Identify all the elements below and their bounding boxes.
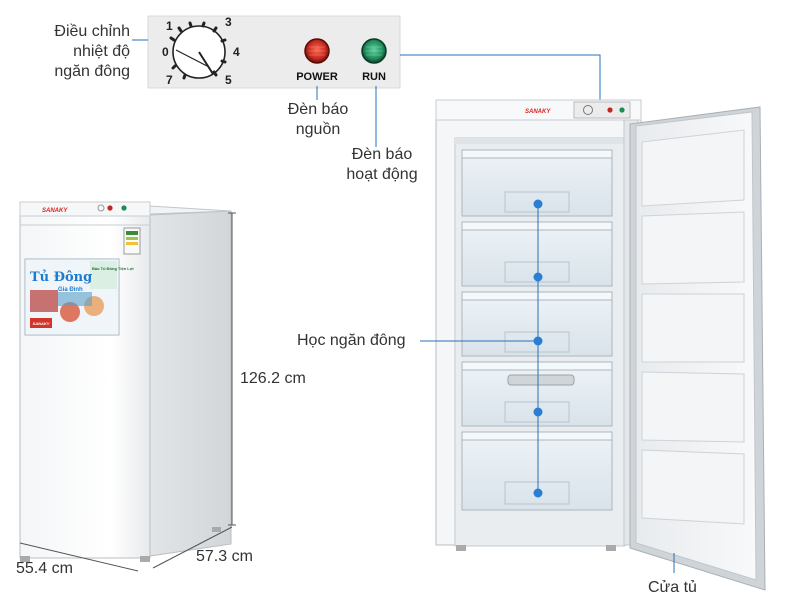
freezer-door (629, 106, 766, 591)
run-lamp-texture (365, 46, 383, 56)
drawer-3 (461, 291, 613, 357)
power-lamp-texture (308, 46, 326, 56)
dial-number-0: 0 (162, 45, 169, 59)
power-label: POWER (296, 71, 338, 83)
sticker-brand: SANAKY (33, 321, 50, 326)
run-label: RUN (362, 71, 386, 83)
run-callout-label: Đèn báo hoạt động (332, 145, 432, 185)
drawer-callout-label: Học ngăn đông (297, 332, 406, 349)
panel-callout-lines (132, 39, 601, 147)
dimension-lines (19, 212, 236, 572)
drawer-dot-1 (533, 199, 543, 209)
freezer-closed: SANAKY SANAKY Tủ Đông Gia Đình Bảo Tủ Đô… (19, 201, 232, 562)
thermostat-dial (169, 21, 227, 80)
width-dimension: 55.4 cm (16, 560, 73, 577)
drawer-5 (461, 431, 613, 511)
drawer-dot-3 (533, 336, 543, 346)
open-freezer-logo: SANAKY (525, 109, 551, 115)
dial-number-1: 1 (166, 19, 173, 33)
closed-freezer-logo: SANAKY (42, 208, 68, 214)
depth-dimension: 57.3 cm (196, 548, 253, 565)
dial-number-3: 3 (225, 15, 232, 29)
dial-label-line3: ngăn đông (54, 63, 130, 80)
drawer-dot-4 (533, 407, 543, 417)
sticker-title: Tủ Đông (30, 269, 92, 285)
dial-number-4: 4 (233, 45, 240, 59)
promo-sticker: SANAKY Tủ Đông Gia Đình Bảo Tủ Đông Tiện… (24, 258, 134, 336)
drawer-4 (461, 361, 613, 427)
door-callout-label: Cửa tủ (648, 579, 697, 596)
sticker-subtitle: Gia Đình (58, 287, 83, 293)
dial-label-line1: Điều chỉnh (54, 23, 130, 40)
height-dimension: 126.2 cm (240, 370, 306, 387)
dial-callout-label: Điều chỉnh nhiệt độ ngăn đông (10, 22, 130, 82)
dial-number-7: 7 (166, 73, 173, 87)
dial-label-line2: nhiệt độ (73, 43, 130, 60)
power-label-line2: nguồn (295, 121, 341, 138)
control-panel-closeup: 0 1 3 4 5 7 POWER RUN (147, 15, 401, 89)
run-label-line1: Đèn báo (351, 146, 413, 163)
freezer-open: SANAKY (435, 99, 766, 591)
drawer-dot-5 (533, 488, 543, 498)
drawer-callout (420, 199, 543, 498)
drawer-dot-2 (533, 272, 543, 282)
sticker-note: Bảo Tủ Đông Tiện Lợi (92, 266, 134, 271)
power-callout-label: Đèn báo nguồn (268, 100, 368, 140)
power-label-line1: Đèn báo (287, 101, 349, 118)
run-label-line2: hoạt động (346, 166, 418, 183)
dial-number-5: 5 (225, 73, 232, 87)
